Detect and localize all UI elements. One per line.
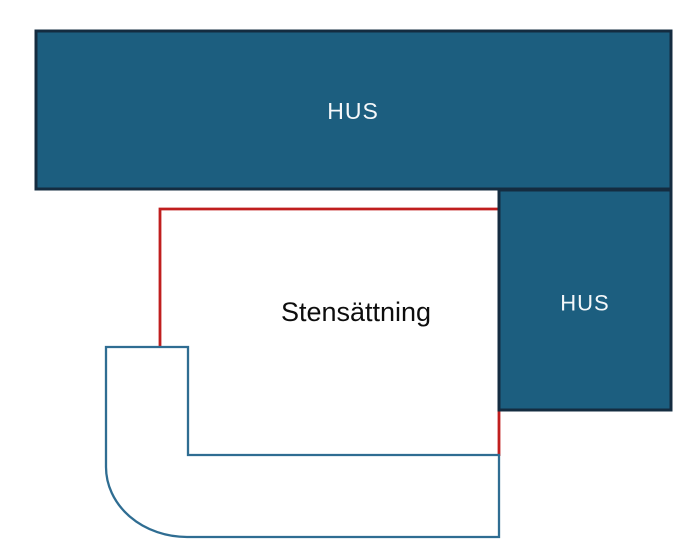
stone-setting-label: Stensättning bbox=[281, 297, 431, 327]
building-right-rect bbox=[497, 188, 673, 412]
paving-band-outline bbox=[104, 345, 501, 539]
stone-setting-outline bbox=[158, 207, 501, 456]
building-top-label: HUS bbox=[327, 98, 379, 124]
building-top-rect bbox=[34, 29, 673, 191]
building-right-label: HUS bbox=[560, 291, 609, 316]
